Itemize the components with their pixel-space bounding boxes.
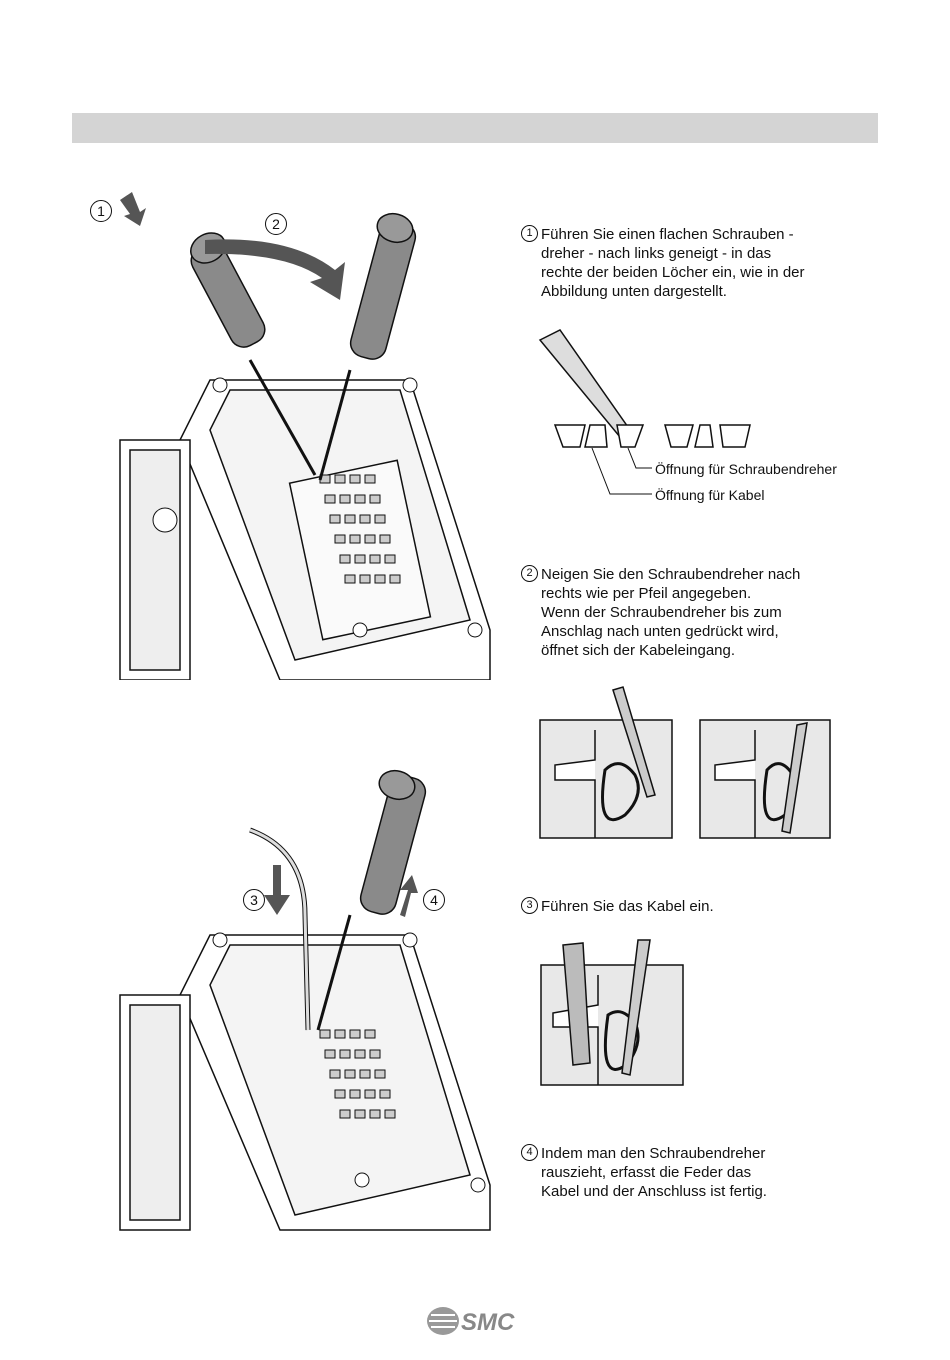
figure-spring-open [539, 686, 831, 839]
figure-number-3: 3 [243, 889, 265, 911]
step-number: 1 [521, 225, 538, 242]
step-1: 1 Führen Sie einen flachen Schrauben - d… [521, 225, 901, 301]
section-header-bar [72, 113, 878, 143]
figure-terminal-holes [538, 329, 751, 448]
figure-insert-cable [119, 769, 491, 1231]
figure-insert-screwdriver [119, 192, 491, 680]
label-screwdriver-hole: Öffnung für Schraubendreher [655, 461, 837, 477]
figure-number-1: 1 [90, 200, 112, 222]
step-2: 2 Neigen Sie den Schraubendreher nach re… [521, 565, 901, 660]
callout-leader-lines [591, 447, 652, 495]
step-3: 3 Führen Sie das Kabel ein. [521, 897, 901, 916]
smc-logo: SMC [425, 1305, 535, 1337]
label-cable-hole: Öffnung für Kabel [655, 487, 765, 503]
step-number: 4 [521, 1144, 538, 1161]
step-text: Führen Sie das Kabel ein. [541, 898, 714, 915]
step-4: 4 Indem man den Schraubendreher rauszieh… [521, 1144, 901, 1201]
figure-number-2: 2 [265, 213, 287, 235]
step-text: Neigen Sie den Schraubendreher nach rech… [541, 566, 801, 659]
step-number: 2 [521, 565, 538, 582]
logo-text: SMC [461, 1309, 515, 1336]
figure-number-4: 4 [423, 889, 445, 911]
step-text: Führen Sie einen flachen Schrauben - dre… [541, 226, 805, 300]
step-number: 3 [521, 897, 538, 914]
step-text: Indem man den Schraubendreher rauszieht,… [541, 1145, 767, 1200]
figure-cable-inserted [540, 939, 684, 1086]
